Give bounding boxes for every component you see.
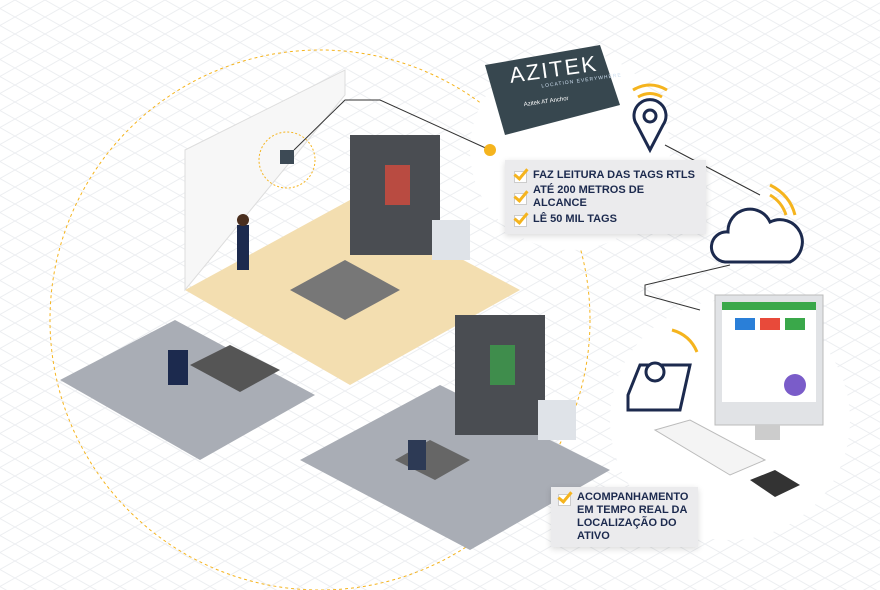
cloud-icon bbox=[709, 207, 804, 264]
desk bbox=[190, 345, 280, 392]
feature-item: LÊ 50 MIL TAGS bbox=[513, 212, 698, 227]
coverage-range-circle bbox=[49, 49, 591, 590]
person bbox=[408, 440, 426, 470]
books bbox=[490, 345, 515, 385]
person bbox=[168, 350, 188, 385]
office-floor-grey-left bbox=[60, 320, 315, 460]
printer bbox=[432, 220, 470, 260]
location-pin-icon bbox=[632, 83, 668, 154]
books bbox=[385, 165, 410, 205]
feature-item: ATÉ 200 METROS DE ALCANCE bbox=[513, 184, 698, 210]
check-icon bbox=[557, 491, 573, 506]
anchor-range bbox=[258, 131, 316, 189]
printer bbox=[538, 400, 576, 440]
connection-dot bbox=[484, 144, 496, 156]
desk bbox=[290, 260, 400, 320]
mouse-pad bbox=[750, 470, 800, 497]
check-icon bbox=[513, 212, 529, 227]
monitor bbox=[714, 294, 824, 440]
features-callout: FAZ LEITURA DAS TAGS RTLS ATÉ 200 METROS… bbox=[505, 160, 706, 234]
signal-icon bbox=[769, 183, 797, 216]
wall bbox=[184, 69, 346, 292]
azitek-anchor-device bbox=[485, 45, 620, 135]
check-icon bbox=[513, 168, 529, 183]
check-icon bbox=[513, 190, 529, 205]
person-head bbox=[237, 214, 249, 226]
feature-text: FAZ LEITURA DAS TAGS RTLS bbox=[533, 168, 695, 181]
feature-item: FAZ LEITURA DAS TAGS RTLS bbox=[513, 168, 698, 183]
tracking-text: LOCALIZAÇÃO DO bbox=[577, 517, 677, 529]
person bbox=[237, 225, 249, 270]
tracking-text: ACOMPANHAMENTO bbox=[577, 491, 689, 503]
wall-anchor bbox=[280, 150, 294, 164]
connection-line bbox=[644, 264, 731, 311]
map-pin-icon bbox=[626, 328, 699, 412]
feature-text: ATÉ 200 METROS DE ALCANCE bbox=[533, 184, 645, 209]
tracking-text: EM TEMPO REAL DA bbox=[577, 504, 688, 516]
tracking-text: ATIVO bbox=[577, 530, 610, 542]
feature-text: LÊ 50 MIL TAGS bbox=[533, 212, 617, 225]
connection-line bbox=[293, 99, 491, 151]
tracking-callout: ACOMPANHAMENTO EM TEMPO REAL DA LOCALIZA… bbox=[551, 487, 698, 547]
keyboard bbox=[653, 419, 767, 476]
connection-line bbox=[664, 144, 761, 196]
